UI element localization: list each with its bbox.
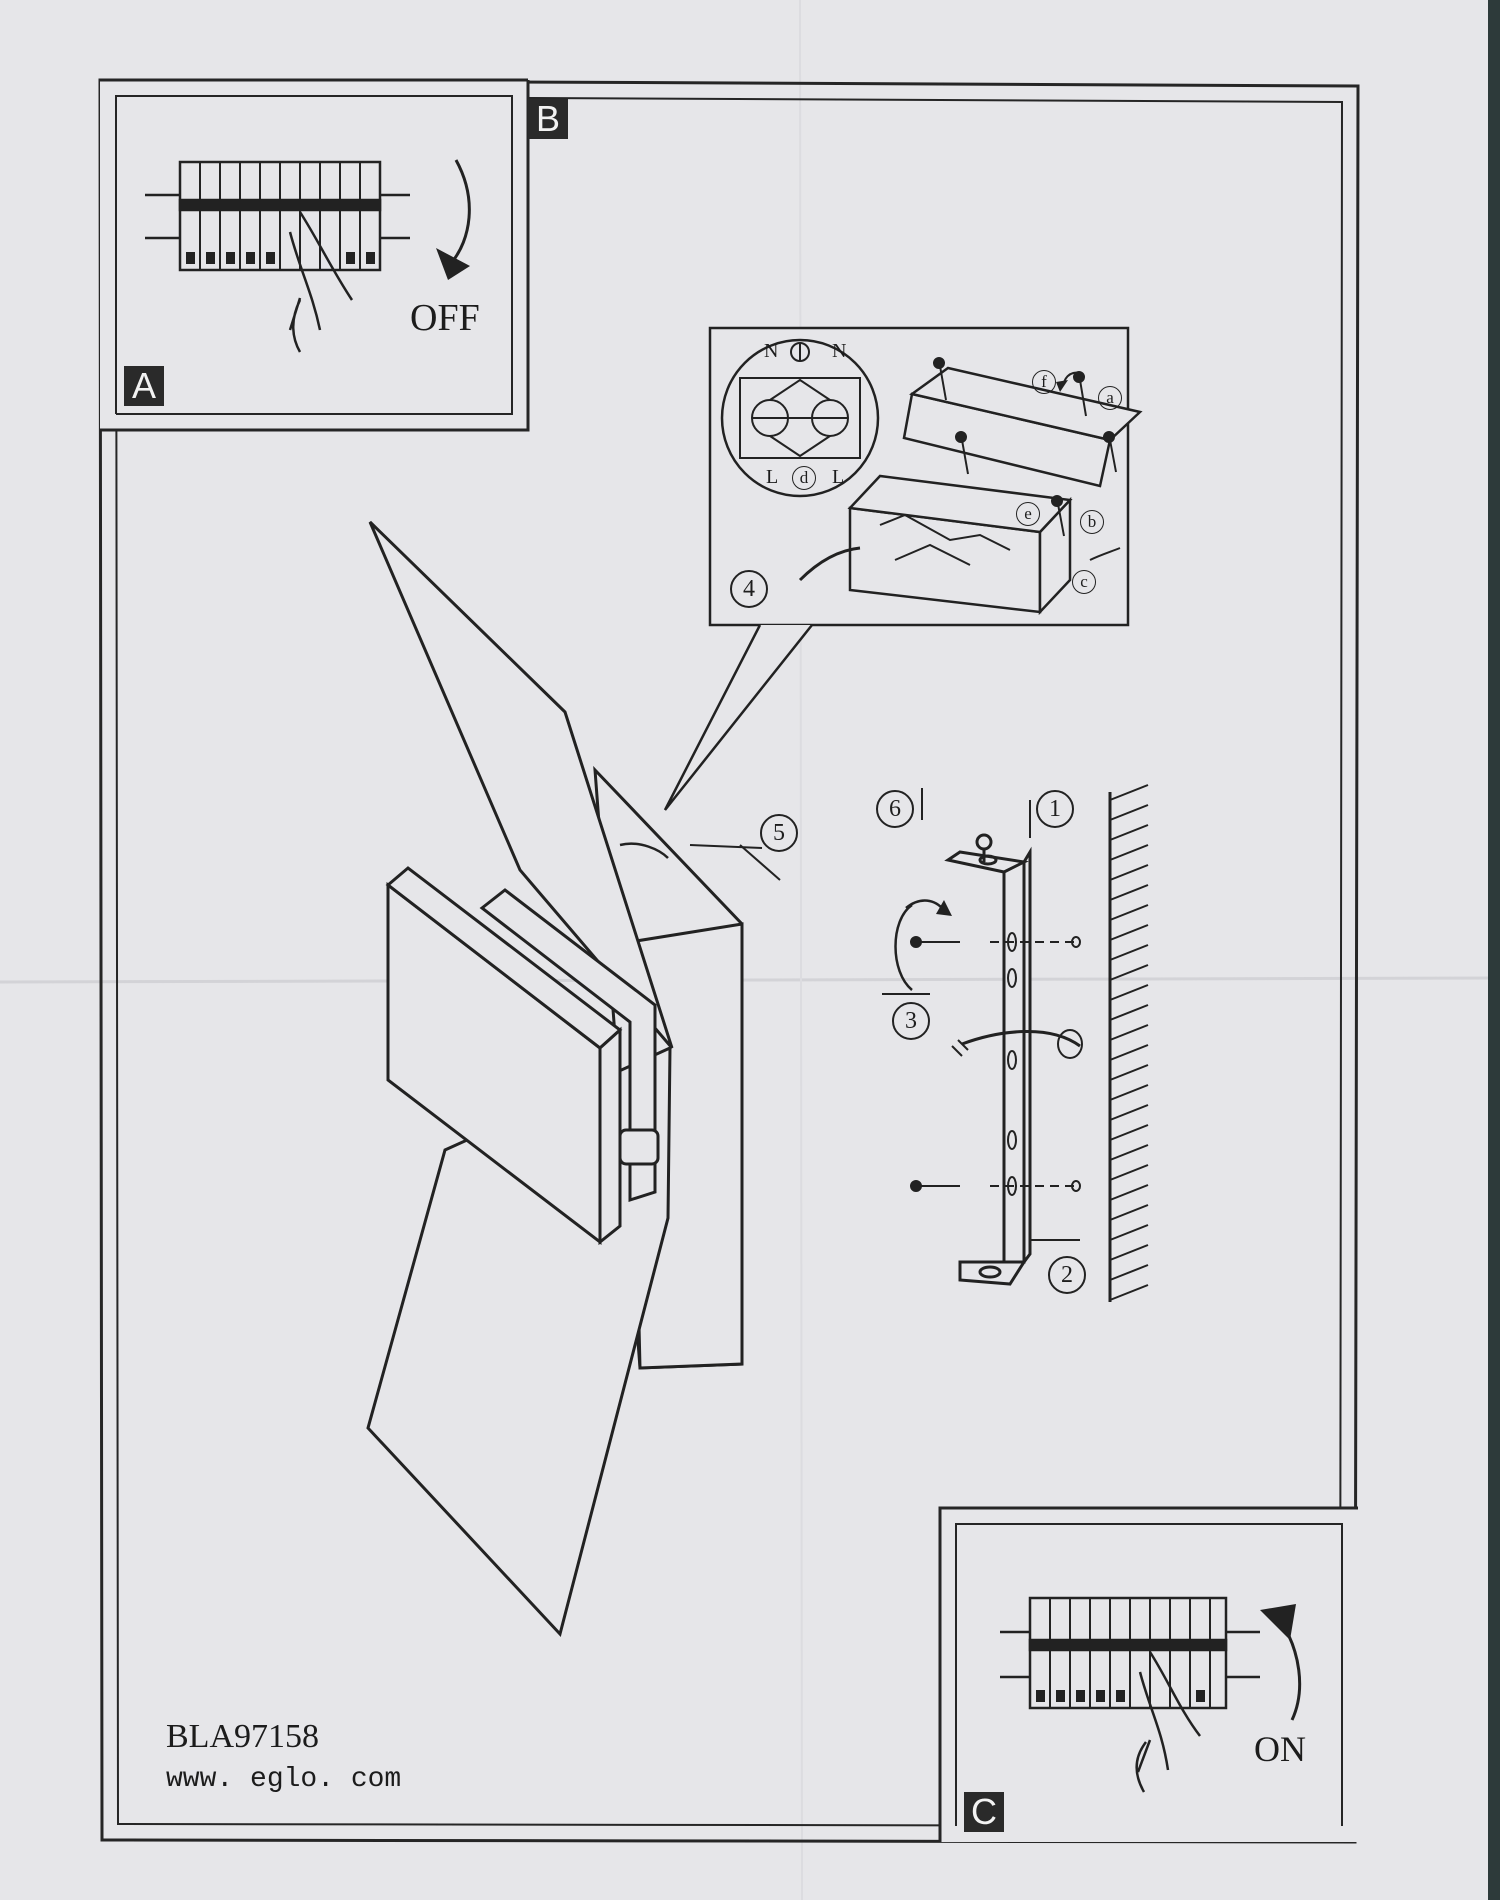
website-url: www. eglo. com <box>166 1764 402 1795</box>
terminal-label-n-left: N <box>764 340 779 362</box>
off-label: OFF <box>410 297 480 339</box>
step-2-marker: 2 <box>1048 1256 1086 1294</box>
step-6-marker: 6 <box>876 790 914 828</box>
part-label-f: f <box>1032 370 1056 394</box>
part-label-c: c <box>1072 570 1096 594</box>
breaker-on-illustration <box>1000 1596 1302 1793</box>
part-label-d: d <box>792 466 816 490</box>
mounting-bracket-illustration <box>882 784 1149 1302</box>
terminal-label-l-right: L <box>832 466 845 488</box>
step-3-marker: 3 <box>892 1002 930 1040</box>
step-5-marker: 5 <box>760 814 798 852</box>
step-1-marker: 1 <box>1036 790 1074 828</box>
part-label-e: e <box>1016 502 1040 526</box>
terminal-label-n-right: N <box>832 340 847 362</box>
on-label: ON <box>1254 1729 1306 1769</box>
panel-b-badge: B <box>528 99 568 139</box>
model-number: BLA97158 <box>166 1718 319 1755</box>
panel-c-badge: C <box>964 1792 1004 1832</box>
step-4-marker: 4 <box>730 570 768 608</box>
part-label-b: b <box>1080 510 1104 534</box>
part-label-a: a <box>1098 386 1122 410</box>
panel-a-badge: A <box>124 366 164 406</box>
breaker-off-illustration <box>145 159 471 353</box>
wall-lamp-illustration <box>366 520 781 1638</box>
junction-box-detail <box>663 326 1143 811</box>
terminal-label-l-left: L <box>766 466 779 488</box>
